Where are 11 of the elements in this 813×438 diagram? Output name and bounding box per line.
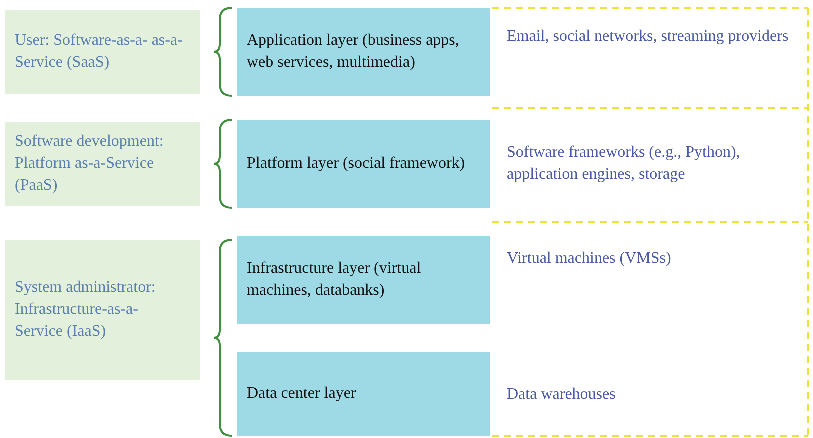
layer-box: Infrastructure layer (virtual machines, databanks) xyxy=(237,236,490,324)
role-box: Software development: Platform as-a-Service (PaaS) xyxy=(5,122,200,206)
example-text: Software frameworks (e.g., Python), application engines, storage xyxy=(507,143,742,185)
layer-box: Application layer (business apps, web services, multimedia) xyxy=(237,8,490,96)
example-text: Email, social networks, streaming providers xyxy=(507,27,790,47)
layer-box: Platform layer (social framework) xyxy=(237,120,490,208)
layer-box: Data center layer xyxy=(237,352,490,436)
role-box: System administrator: Infrastructure-as-a- Service (IaaS) xyxy=(5,240,200,380)
role-box: User: Software-as-a- as-a-Service (SaaS) xyxy=(5,10,200,94)
example-text: Virtual machines (VMSs) xyxy=(507,249,672,269)
example-text: Data warehouses xyxy=(507,385,617,405)
